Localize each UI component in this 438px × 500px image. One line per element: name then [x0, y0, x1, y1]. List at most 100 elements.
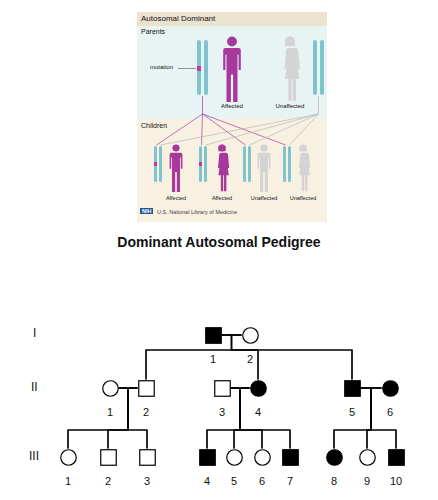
pedigree-line: [108, 388, 138, 449]
parent-figures: [223, 37, 300, 102]
square-symbol: [199, 449, 216, 466]
female-individual: 9: [352, 449, 382, 487]
individual-number: 6: [247, 475, 277, 487]
pedigree-line: [119, 388, 148, 449]
pedigree-title: Dominant Autosomal Pedigree: [0, 234, 438, 250]
credit-text: U.S. National Library of Medicine: [157, 209, 237, 215]
individual-number: 3: [132, 475, 162, 487]
individual-number: 2: [131, 406, 161, 418]
square-symbol: [282, 449, 299, 466]
individual-number: 4: [192, 475, 222, 487]
status-label: Affected: [221, 103, 243, 110]
female-individual: 2: [235, 327, 265, 365]
children-figures: [170, 144, 311, 192]
inheritance-lines: [157, 96, 319, 145]
female-individual: 4: [243, 380, 273, 418]
pedigree-line: [231, 388, 241, 449]
male-individual: 2: [131, 380, 161, 418]
square-symbol: [205, 327, 222, 344]
section-label: Parents: [141, 28, 165, 36]
female-individual: 8: [319, 449, 349, 487]
generation-label: II: [31, 381, 38, 395]
pedigree-line: [234, 388, 250, 449]
male-individual: 1: [198, 327, 228, 365]
individual-number: 4: [243, 406, 273, 418]
circle-symbol: [382, 380, 399, 397]
individual-number: 9: [352, 475, 382, 487]
individual-number: 1: [95, 406, 125, 418]
female-individual: 6: [375, 380, 405, 418]
individual-number: 3: [207, 406, 237, 418]
pedigree-line: [207, 388, 250, 449]
individual-number: 2: [235, 353, 265, 365]
individual-number: 6: [375, 406, 405, 418]
pedigree-line: [367, 388, 382, 449]
section-label: Children: [141, 122, 167, 130]
circle-symbol: [359, 449, 376, 466]
individual-number: 10: [381, 475, 411, 487]
square-symbol: [344, 380, 361, 397]
female-individual: 1: [95, 380, 125, 418]
square-symbol: [138, 380, 155, 397]
circle-symbol: [254, 449, 271, 466]
pedigree-line: [240, 388, 262, 449]
pedigree-line: [361, 388, 397, 449]
pedigree-line: [231, 388, 291, 449]
circle-symbol: [250, 380, 267, 397]
generation-label: III: [29, 450, 39, 464]
pedigree-line: [68, 388, 138, 449]
pedigree-line: [334, 388, 371, 449]
pedigree-line: [240, 388, 290, 449]
pedigree-line: [68, 388, 128, 449]
male-individual: 5: [337, 380, 367, 418]
status-label: Affected: [212, 195, 232, 201]
individual-number: 7: [275, 475, 305, 487]
parent-chromosomes: [178, 40, 324, 95]
square-symbol: [388, 449, 405, 466]
generation-label: I: [33, 327, 36, 341]
male-individual: 3: [207, 380, 237, 418]
individual-number: 5: [337, 406, 367, 418]
mutation-label: mutation: [150, 64, 173, 71]
pedigree-line: [108, 388, 128, 449]
illustration-panel: [137, 12, 327, 222]
male-individual: 3: [132, 449, 162, 487]
pedigree-line: [207, 388, 240, 449]
individual-number: 5: [219, 475, 249, 487]
logo-text: NIH: [140, 208, 153, 214]
circle-symbol: [242, 327, 259, 344]
male-individual: 4: [192, 449, 222, 487]
pedigree-line: [231, 388, 263, 449]
pedigree-line: [222, 335, 353, 380]
square-symbol: [214, 380, 231, 397]
male-individual: 7: [275, 449, 305, 487]
pedigree-line: [371, 388, 396, 449]
panel-title: Autosomal Dominant: [141, 14, 215, 23]
pedigree-line: [146, 335, 242, 380]
individual-number: 2: [93, 475, 123, 487]
female-individual: 6: [247, 449, 277, 487]
female-individual: 5: [219, 449, 249, 487]
circle-symbol: [226, 449, 243, 466]
square-symbol: [139, 449, 156, 466]
status-label: Affected: [166, 195, 186, 201]
status-label: Unaffected: [276, 103, 305, 110]
circle-symbol: [60, 449, 77, 466]
male-individual: 2: [93, 449, 123, 487]
circle-symbol: [326, 449, 343, 466]
pedigree-line: [361, 388, 372, 449]
pedigree-line: [128, 388, 147, 449]
male-individual: 10: [381, 449, 411, 487]
status-label: Unaffected: [290, 195, 317, 201]
individual-number: 1: [53, 475, 83, 487]
circle-symbol: [102, 380, 119, 397]
individual-number: 8: [319, 475, 349, 487]
square-symbol: [100, 449, 117, 466]
individual-number: 1: [198, 353, 228, 365]
status-label: Unaffected: [251, 195, 278, 201]
pedigree-line: [334, 388, 382, 449]
female-individual: 1: [53, 449, 83, 487]
